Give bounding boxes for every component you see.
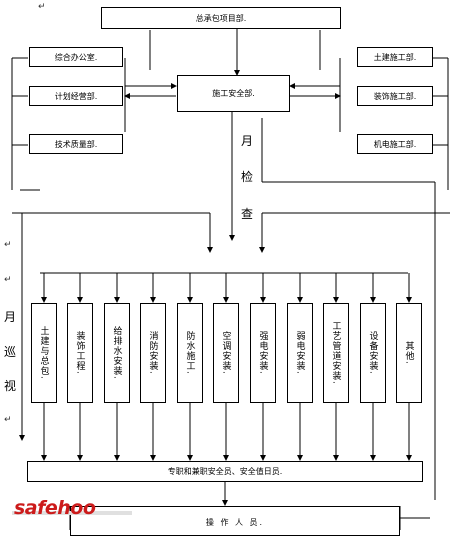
paragraph-mark: ↵ [4,415,12,425]
team-box: 土建与总包. [31,303,57,403]
safety-staff-label: 专职和兼职安全员、安全值日员. [167,467,283,476]
team-box: 强电安装. [250,303,276,403]
monthly-patrol-char-1: 月 [4,310,17,324]
team-label: 工艺管道安装. [330,321,341,385]
monthly-patrol-char-3: 视 [4,379,17,393]
dept-box-decoration: 装饰施工部. [357,86,433,106]
team-box: 装饰工程. [67,303,93,403]
team-label: 空调安装. [220,331,231,375]
dept-label: 综合办公室. [54,52,98,62]
construction-safety-dept-box: 施工安全部. [177,75,290,112]
team-box: 防水施工. [177,303,203,403]
dept-box-general-office: 综合办公室. [29,47,123,67]
dept-label: 装饰施工部. [373,91,417,101]
team-box: 设备安装. [360,303,386,403]
team-box: 弱电安装. [287,303,313,403]
team-label: 强电安装. [257,331,268,375]
team-box: 空调安装. [213,303,239,403]
dept-box-planning: 计划经营部. [29,86,123,106]
operators-label: 操 作 人 员. [205,518,265,527]
team-box: 消防安装. [140,303,166,403]
construction-safety-dept-label: 施工安全部. [212,89,255,98]
team-label: 设备安装. [367,331,378,375]
monthly-check-char-3: 查 [241,207,254,221]
team-box: 给排水安装. [104,303,130,403]
team-label: 弱电安装. [294,331,305,375]
paragraph-mark: ↵ [4,275,12,285]
team-label: 装饰工程. [74,331,85,375]
monthly-check-char-2: 检 [241,170,254,184]
dept-label: 机电施工部. [373,139,417,149]
team-label: 给排水安装. [111,326,122,380]
general-project-dept-box: 总承包项目部. [101,7,341,29]
team-box: 工艺管道安装. [323,303,349,403]
paragraph-mark: ↵ [4,240,12,250]
team-box: 其他. [396,303,422,403]
dept-label: 计划经营部. [54,91,98,101]
dept-label: 技术质量部. [54,139,98,149]
safehoo-logo: safehoo [14,497,96,519]
general-project-dept-label: 总承包项目部. [195,13,247,23]
team-label: 土建与总包. [38,326,49,380]
safety-staff-box: 专职和兼职安全员、安全值日员. [27,461,423,482]
dept-box-tech-quality: 技术质量部. [29,134,123,154]
dept-box-mep: 机电施工部. [357,134,433,154]
monthly-check-char-1: 月 [241,134,254,148]
team-label: 其他. [403,341,414,365]
team-label: 消防安装. [147,331,158,375]
team-label: 防水施工. [184,331,195,375]
dept-label: 土建施工部. [373,52,417,62]
monthly-patrol-char-2: 巡 [4,345,17,359]
dept-box-civil: 土建施工部. [357,47,433,67]
paragraph-mark: ↵ [38,2,46,12]
logo-underline [12,511,132,515]
